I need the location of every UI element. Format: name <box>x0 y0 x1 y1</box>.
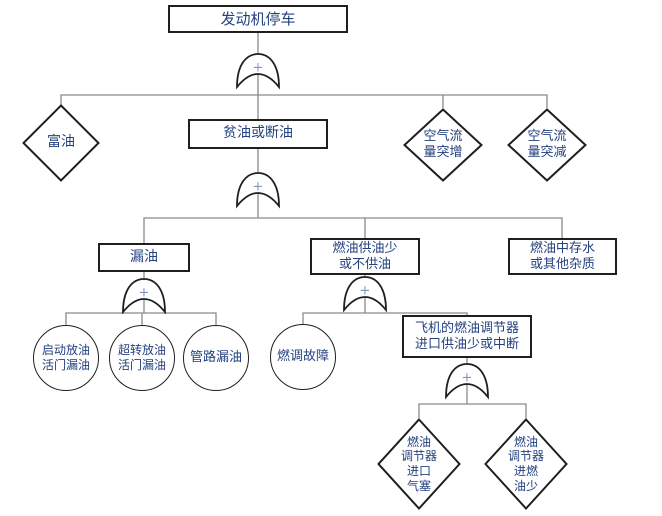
or-gate-plus-icon: + <box>360 284 371 299</box>
or-gate-low-supply: + <box>343 276 387 313</box>
diamond-shape <box>484 418 568 510</box>
or-gate-top: + <box>236 53 280 90</box>
event-low-or-no-fuel-supply: 燃油供油少 或不供油 <box>310 238 420 275</box>
event-oil-leak-label: 漏油 <box>130 248 158 265</box>
event-engine-shutdown: 发动机停车 <box>168 5 348 33</box>
diamond-shape <box>22 104 100 182</box>
event-start-drain-valve-leak: 启动放油 活门漏油 <box>33 325 99 391</box>
event-regulator-inlet-low-fuel: 燃油 调节器 进燃 油少 <box>484 418 568 510</box>
or-gate-shape <box>445 363 489 400</box>
or-gate-shape <box>236 172 280 209</box>
event-airflow-sudden-increase-label: 空气流 量突增 <box>423 129 463 160</box>
or-gate-plus-icon: + <box>253 61 264 76</box>
event-overspeed-drain-valve-leak: 超转放油 活门漏油 <box>109 325 175 391</box>
or-gates: + + + + + <box>122 53 489 400</box>
event-water-or-impurities-label: 燃油中存水 或其他杂质 <box>529 240 595 272</box>
event-engine-shutdown-label: 发动机停车 <box>220 9 296 28</box>
event-rich-fuel-label: 富油 <box>47 134 75 151</box>
or-gate-plus-icon: + <box>253 180 264 195</box>
connector-level4b-bus <box>302 312 468 324</box>
diamond-shape <box>507 108 587 182</box>
event-lean-or-fuel-cut-label: 贫油或断油 <box>223 125 293 142</box>
event-airflow-sudden-decrease-label: 空气流 量突减 <box>527 129 567 160</box>
event-regulator-inlet-supply: 飞机的燃油调节器 进口供油少或中断 <box>402 315 532 358</box>
or-gate-lean: + <box>236 172 280 209</box>
event-fuel-control-failure-label: 燃调故障 <box>276 349 329 365</box>
event-rich-fuel: 富油 <box>22 104 100 182</box>
event-low-or-no-fuel-supply-label: 燃油供油少 或不供油 <box>332 240 398 272</box>
event-airflow-sudden-decrease: 空气流 量突减 <box>507 108 587 182</box>
event-regulator-inlet-airlock: 燃油 调节器 进口 气塞 <box>377 418 461 510</box>
event-lean-or-fuel-cut: 贫油或断油 <box>188 119 328 149</box>
event-start-drain-valve-leak-label: 启动放油 活门漏油 <box>41 343 90 372</box>
event-overspeed-drain-valve-leak-label: 超转放油 活门漏油 <box>117 343 166 372</box>
or-gate-regulator: + <box>445 363 489 400</box>
or-gate-plus-icon: + <box>139 286 150 301</box>
event-airflow-sudden-increase: 空气流 量突增 <box>403 108 483 182</box>
event-fuel-control-failure: 燃调故障 <box>270 324 336 390</box>
event-regulator-inlet-supply-label: 飞机的燃油调节器 进口供油少或中断 <box>414 320 519 352</box>
or-gate-plus-icon: + <box>462 371 473 386</box>
event-oil-leak: 漏油 <box>98 243 190 272</box>
connector-level4a-bus <box>65 312 217 325</box>
or-gate-oil-leak: + <box>122 278 166 315</box>
diamond-shape <box>403 108 483 182</box>
or-gate-shape <box>236 53 280 90</box>
connector-level5-bus <box>418 403 527 418</box>
event-pipeline-leak-label: 管路漏油 <box>189 350 242 366</box>
event-regulator-inlet-airlock-label: 燃油 调节器 进口 气塞 <box>400 434 437 493</box>
or-gate-shape <box>122 278 166 315</box>
event-regulator-inlet-low-fuel-label: 燃油 调节器 进燃 油少 <box>507 434 544 493</box>
connector-level2-bus <box>60 94 548 108</box>
or-gate-shape <box>343 276 387 313</box>
event-water-or-impurities: 燃油中存水 或其他杂质 <box>508 238 617 275</box>
event-pipeline-leak: 管路漏油 <box>183 325 249 391</box>
connector-level3-bus <box>143 217 563 243</box>
diamond-shape <box>377 418 461 510</box>
